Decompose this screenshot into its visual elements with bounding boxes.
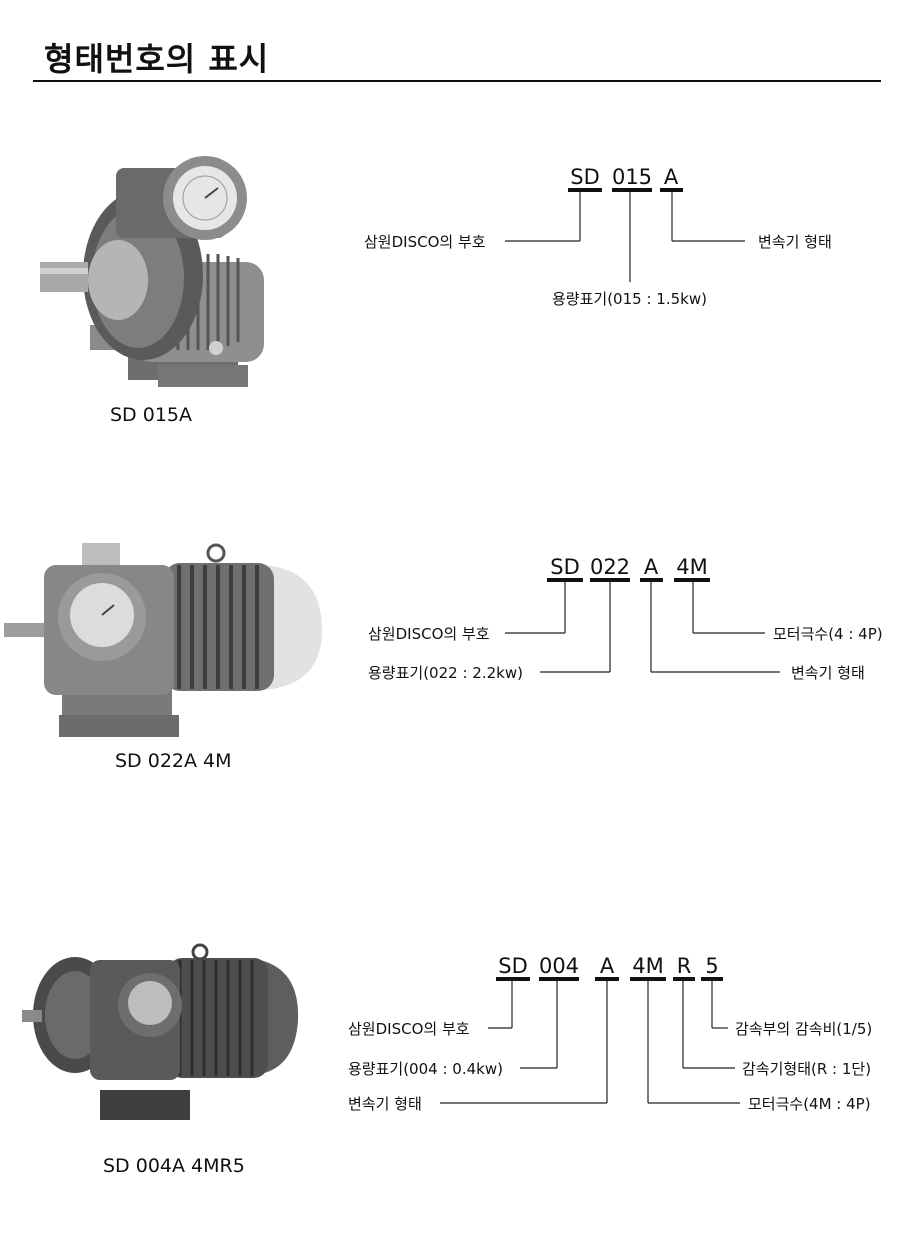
variator-photo-1 bbox=[40, 156, 264, 387]
label-poles: 모터극수(4M : 4P) bbox=[748, 1095, 871, 1113]
code-underline bbox=[612, 188, 652, 192]
code-part-type: A bbox=[600, 954, 615, 978]
label-maker: 삼원DISCO의 부호 bbox=[368, 625, 490, 643]
label-reducer: 감속기형태(R : 1단) bbox=[742, 1060, 871, 1078]
label-capacity: 용량표기(015 : 1.5kw) bbox=[552, 290, 707, 308]
label-type: 변속기 형태 bbox=[348, 1095, 422, 1113]
code-underline bbox=[568, 188, 602, 192]
code-part-capacity: 022 bbox=[590, 555, 630, 579]
code-part-poles: 4M bbox=[632, 954, 663, 978]
code-part-type: A bbox=[644, 555, 659, 579]
code-part-poles: 4M bbox=[676, 555, 707, 579]
code-underline bbox=[701, 977, 723, 981]
caption-1: SD 015A bbox=[110, 404, 192, 426]
code-part-reducer: R bbox=[677, 954, 692, 978]
title-divider bbox=[33, 80, 881, 82]
code-underline bbox=[539, 977, 579, 981]
code-underline bbox=[547, 578, 583, 582]
page-title: 형태번호의 표시 bbox=[44, 40, 270, 78]
code-underline bbox=[496, 977, 530, 981]
code-underline bbox=[640, 578, 663, 582]
code-part-capacity: 015 bbox=[612, 165, 652, 189]
code-underline bbox=[630, 977, 666, 981]
variator-photo-3 bbox=[22, 943, 299, 1120]
label-capacity: 용량표기(004 : 0.4kw) bbox=[348, 1060, 503, 1078]
label-maker: 삼원DISCO의 부호 bbox=[348, 1020, 470, 1038]
label-poles: 모터극수(4 : 4P) bbox=[773, 625, 883, 643]
label-maker: 삼원DISCO의 부호 bbox=[364, 233, 486, 251]
code-part-prefix: SD bbox=[570, 165, 600, 189]
caption-3: SD 004A 4MR5 bbox=[103, 1155, 245, 1177]
label-ratio: 감속부의 감속비(1/5) bbox=[735, 1020, 872, 1038]
code-part-prefix: SD bbox=[550, 555, 580, 579]
caption-2: SD 022A 4M bbox=[115, 750, 232, 772]
variator-photo-2 bbox=[4, 543, 322, 737]
code-underline bbox=[590, 578, 630, 582]
label-type: 변속기 형태 bbox=[758, 233, 832, 251]
label-type: 변속기 형태 bbox=[791, 664, 865, 682]
code-part-prefix: SD bbox=[498, 954, 528, 978]
code-underline bbox=[595, 977, 619, 981]
code-part-ratio: 5 bbox=[705, 954, 718, 978]
code-underline bbox=[660, 188, 683, 192]
code-part-capacity: 004 bbox=[539, 954, 579, 978]
label-capacity: 용량표기(022 : 2.2kw) bbox=[368, 664, 523, 682]
code-part-type: A bbox=[664, 165, 679, 189]
code-underline bbox=[674, 578, 710, 582]
code-underline bbox=[673, 977, 695, 981]
